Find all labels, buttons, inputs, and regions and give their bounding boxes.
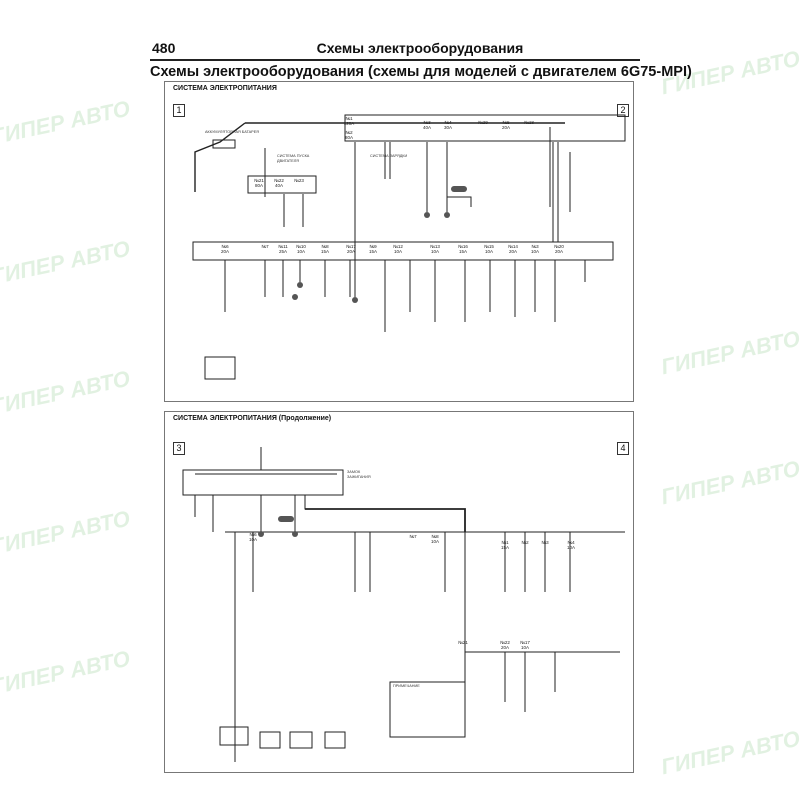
header-rule: [150, 59, 640, 61]
watermark: ГИПЕР АВТО: [0, 645, 133, 700]
sheet-marker: 1: [173, 104, 185, 117]
note-label: ПРИМЕЧАНИЕ: [393, 684, 420, 688]
sheet-marker: 3: [173, 442, 185, 455]
running-title: Схемы электрооборудования: [316, 40, 524, 56]
wiring-lines: [192, 114, 626, 380]
fuse-label: №2: [521, 540, 529, 545]
fuse-label: №29: [478, 120, 488, 125]
watermark: ГИПЕР АВТО: [658, 725, 800, 780]
watermark: ГИПЕР АВТО: [0, 95, 133, 150]
sheet-marker: 4: [617, 442, 629, 455]
starter-label: СИСТЕМА ПУСКА ДВИГАТЕЛЯ: [277, 154, 310, 163]
watermark: ГИПЕР АВТО: [658, 455, 800, 510]
sheet-marker: 2: [617, 104, 629, 117]
watermark: ГИПЕР АВТО: [0, 505, 133, 560]
fuse-label: №23: [294, 178, 304, 183]
ignition-switch-label: ЗАМОК ЗАЖИГАНИЯ: [347, 470, 371, 479]
watermark: ГИПЕР АВТО: [0, 365, 133, 420]
charging-label: СИСТЕМА ЗАРЯДКИ: [370, 154, 408, 158]
watermark: ГИПЕР АВТО: [658, 325, 800, 380]
battery-label: АККУМУЛЯТОРНАЯ БАТАРЕЯ: [205, 130, 259, 134]
wiring-lines: [182, 447, 625, 762]
diagram-title: СИСТЕМА ЭЛЕКТРОПИТАНИЯ (Продолжение): [173, 415, 332, 422]
fuse-label: №21: [458, 640, 468, 645]
fuse-label: №3: [541, 540, 549, 545]
fuse-label: №7: [409, 534, 417, 539]
diagram-title: СИСТЕМА ЭЛЕКТРОПИТАНИЯ: [173, 85, 277, 92]
power-system-diagram-continued: СИСТЕМА ЭЛЕКТРОПИТАНИЯ (Продолжение) 3 4…: [164, 411, 634, 773]
watermark: ГИПЕР АВТО: [0, 235, 133, 290]
fuse-label: №18: [524, 120, 534, 125]
page-number: 480: [152, 40, 176, 56]
fuse-label: №7: [261, 244, 269, 249]
page-title: Схемы электрооборудования (схемы для мод…: [150, 64, 692, 80]
